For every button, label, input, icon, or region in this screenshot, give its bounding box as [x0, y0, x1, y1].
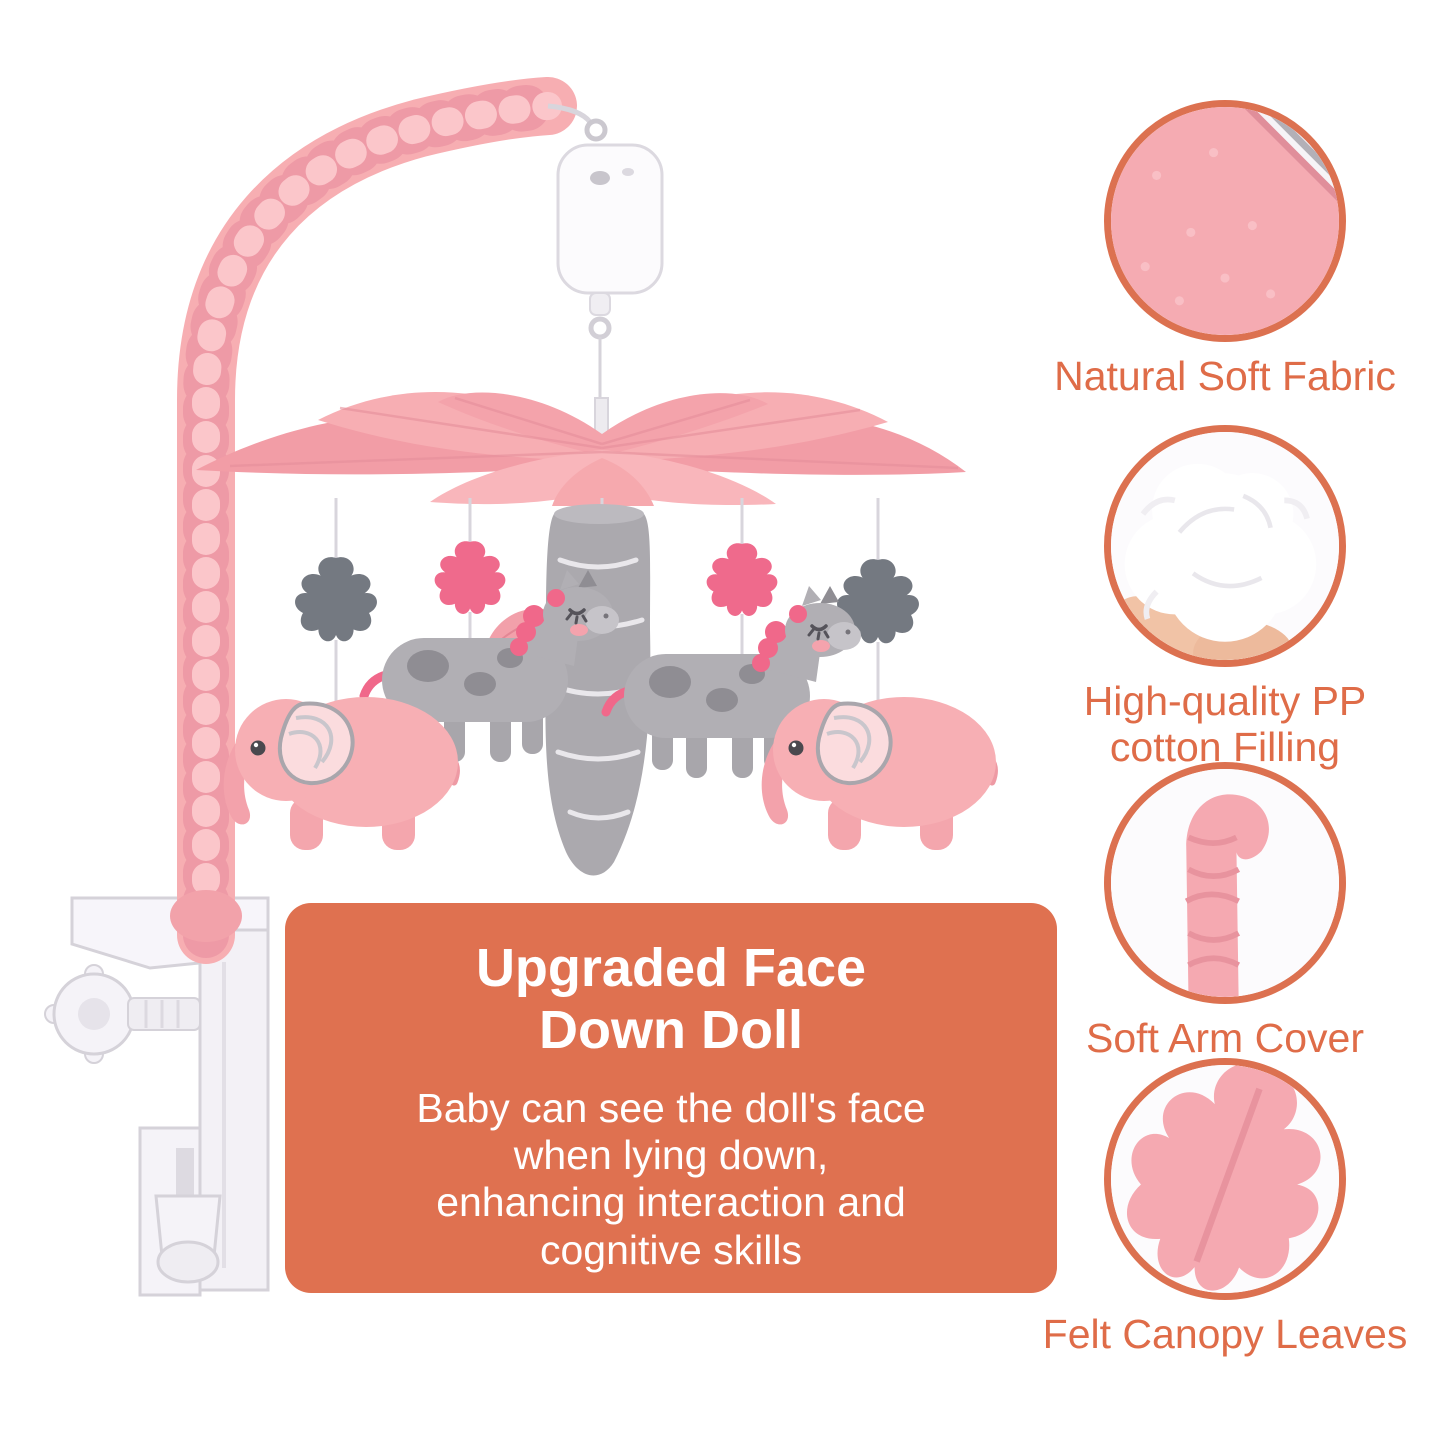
feature-soft-arm-cover: Soft Arm Cover	[1005, 762, 1445, 1062]
callout-body-line: enhancing interaction and	[436, 1179, 906, 1226]
feature-felt-canopy-leaves: Felt Canopy Leaves	[1005, 1058, 1445, 1358]
felt-leaf-icon	[1104, 1058, 1346, 1300]
callout-body-line: Baby can see the doll's face	[416, 1085, 926, 1132]
pink-fabric-swatch-icon	[1104, 100, 1346, 342]
clamp-screw-knob	[44, 964, 201, 1064]
callout-title: Upgraded Face Down Doll	[285, 937, 1057, 1061]
pink-felt-leaf	[434, 541, 506, 614]
callout-box: Upgraded Face Down Doll Baby can see the…	[285, 903, 1057, 1293]
callout-body: Baby can see the doll's face when lying …	[285, 1085, 1057, 1274]
callout-body-line: cognitive skills	[539, 1226, 803, 1273]
pink-elephant-plush	[224, 697, 458, 850]
crib-clamp	[44, 896, 270, 1297]
mobile-arm-pink-cover	[170, 77, 577, 964]
crib-mobile-illustration	[44, 77, 1060, 1297]
crib-mobile-product-photo	[44, 77, 1060, 1297]
feature-label: High-quality PP cotton Filling	[1083, 678, 1367, 770]
callout-title-line: Down Doll	[539, 1000, 803, 1061]
music-box	[547, 103, 664, 400]
feature-label: Soft Arm Cover	[1086, 1015, 1364, 1061]
gray-felt-leaf	[295, 557, 377, 642]
feature-pp-cotton-filling: High-quality PP cotton Filling	[1005, 425, 1445, 771]
feature-label: Felt Canopy Leaves	[1042, 1311, 1408, 1357]
feature-label: Natural Soft Fabric	[1054, 353, 1396, 399]
pink-elephant-plush	[762, 697, 996, 850]
feature-natural-soft-fabric: Natural Soft Fabric	[1005, 100, 1445, 400]
arm-cover-icon	[1104, 762, 1346, 1004]
cotton-filling-icon	[1104, 425, 1346, 667]
felt-canopy	[196, 391, 966, 506]
pink-felt-leaf	[706, 543, 778, 616]
callout-body-line: when lying down,	[513, 1132, 829, 1179]
callout-title-line: Upgraded Face	[475, 938, 867, 998]
